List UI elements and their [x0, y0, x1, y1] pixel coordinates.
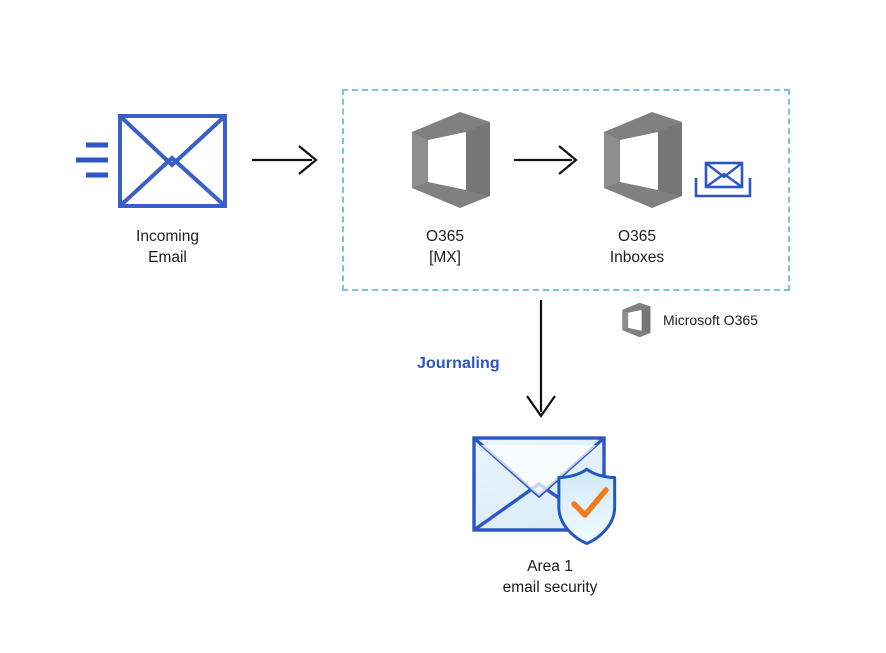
- o365-boundary-box: [342, 89, 790, 291]
- envelope-with-motion-lines-icon: [76, 114, 227, 208]
- label-journaling: Journaling: [417, 355, 500, 372]
- node-area1-email-security[interactable]: [468, 432, 633, 547]
- node-incoming-email[interactable]: [60, 108, 275, 238]
- label-o365-mx: O365 [MX]: [426, 228, 464, 266]
- incoming-to-mx-arrow: [252, 143, 324, 177]
- legend-label: Microsoft O365: [663, 312, 758, 328]
- label-o365-inboxes: O365 Inboxes: [609, 228, 665, 266]
- label-incoming-email: Incoming Email: [136, 228, 199, 266]
- node-o365-mx[interactable]: [404, 110, 496, 210]
- envelope-with-shield-check-icon: [472, 436, 617, 546]
- inbox-tray-icon: [694, 158, 754, 206]
- office-365-logo-icon: [622, 302, 651, 338]
- mx-to-inboxes-arrow: [514, 143, 586, 177]
- journaling-arrow: [523, 300, 559, 422]
- shield-check-icon: [557, 467, 617, 546]
- office-365-logo-icon: [604, 112, 682, 208]
- envelope-icon: [118, 114, 227, 208]
- motion-lines-icon: [76, 142, 108, 178]
- label-area1-email-security: Area 1 email security: [502, 558, 598, 596]
- legend-microsoft-o365: Microsoft O365: [618, 302, 758, 338]
- node-o365-inboxes[interactable]: [596, 110, 688, 210]
- office-365-logo-icon: [412, 112, 490, 208]
